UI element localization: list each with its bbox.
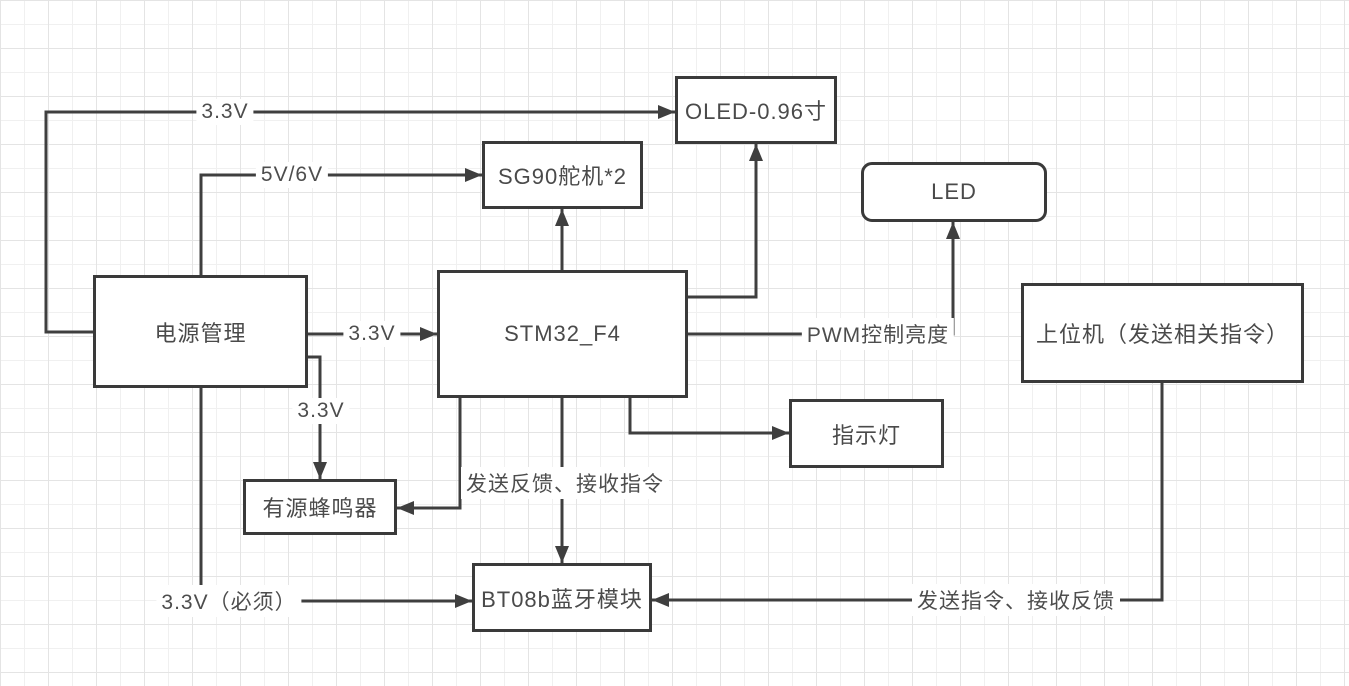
edge-label-power-stm32[interactable]: 3.3V (343, 321, 401, 347)
edge-label-power-oled[interactable]: 3.3V (196, 99, 254, 125)
node-host-label: 上位机（发送相关指令） (1035, 322, 1289, 347)
node-bt08b-bluetooth[interactable]: BT08b蓝牙模块 (472, 563, 652, 632)
node-oled-label: OLED-0.96寸 (684, 99, 828, 124)
node-host-computer[interactable]: 上位机（发送相关指令） (1021, 283, 1304, 383)
node-sg90-label: SG90舵机*2 (497, 164, 628, 189)
node-power-management[interactable]: 电源管理 (93, 275, 308, 388)
node-buzzer-label: 有源蜂鸣器 (262, 496, 378, 521)
edge-label-host-bt08b[interactable]: 发送指令、接收反馈 (912, 584, 1120, 616)
node-indicator-light[interactable]: 指示灯 (789, 399, 944, 468)
node-indicator-label: 指示灯 (831, 422, 901, 448)
edge-label-stm32-bt08b[interactable]: 发送反馈、接收指令 (461, 467, 669, 499)
node-active-buzzer[interactable]: 有源蜂鸣器 (243, 479, 397, 535)
edge-label-stm32-led[interactable]: PWM控制亮度 (801, 318, 955, 350)
edge-label-power-sg90[interactable]: 5V/6V (255, 162, 329, 188)
node-stm32-mcu[interactable]: STM32_F4 (437, 270, 688, 398)
edge-power-oled[interactable] (44, 105, 675, 334)
node-bt08b-label: BT08b蓝牙模块 (481, 586, 643, 612)
edge-stm32-buzzer[interactable] (397, 398, 462, 515)
node-sg90-servo[interactable]: SG90舵机*2 (482, 141, 643, 209)
node-led[interactable]: LED (861, 162, 1047, 222)
node-oled-display[interactable]: OLED-0.96寸 (675, 76, 837, 144)
edge-stm32-oled[interactable] (688, 144, 763, 299)
node-power-label: 电源管理 (154, 320, 247, 346)
edge-stm32-indicator[interactable] (628, 398, 789, 440)
edge-label-power-bt08b[interactable]: 3.3V（必须） (156, 585, 302, 617)
edge-host-bt08b[interactable] (652, 383, 1164, 607)
edge-power-sg90[interactable] (199, 168, 482, 275)
node-stm32-label: STM32_F4 (504, 321, 621, 346)
edge-label-power-buzzer[interactable]: 3.3V (292, 398, 350, 424)
edge-power-buzzer[interactable] (308, 355, 327, 479)
node-led-label: LED (931, 179, 977, 204)
